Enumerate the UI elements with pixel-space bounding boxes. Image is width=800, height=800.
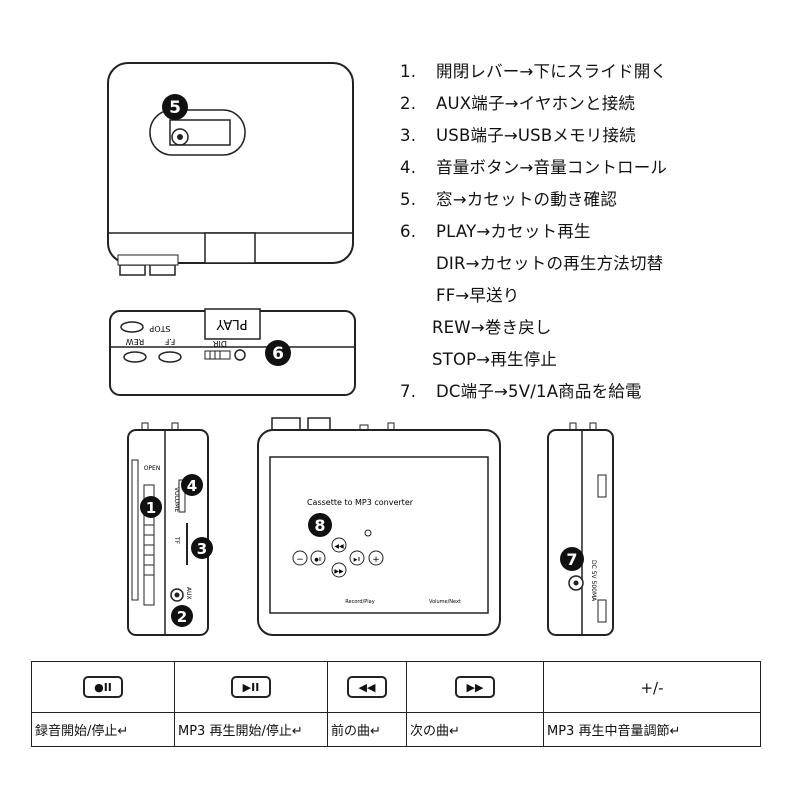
svg-text:◀◀: ◀◀ xyxy=(334,543,344,550)
svg-text:REW: REW xyxy=(126,337,145,346)
callout-7 xyxy=(560,547,584,571)
legend-item-6: 6.PLAY→カセット再生 xyxy=(400,222,591,241)
stop-button xyxy=(120,321,144,333)
function-table: ●II ▶II ◀◀ ▶▶ +/- 録音開始/停止↵ MP3 再生開始/停止↵ … xyxy=(31,661,761,747)
record-button xyxy=(310,550,326,566)
svg-text:Volume/Next: Volume/Next xyxy=(429,599,461,605)
legend-item-ff: FF→早送り xyxy=(436,286,520,305)
svg-text:STOP: STOP xyxy=(149,324,170,333)
legend-item-stop: STOP→再生停止 xyxy=(432,350,558,369)
svg-text:DC 5V 500MA: DC 5V 500MA xyxy=(590,560,597,602)
callout-8 xyxy=(308,513,332,537)
legend-item-2: 2.AUX端子→イヤホンと接続 xyxy=(400,94,636,113)
svg-text:PLAY: PLAY xyxy=(216,316,247,331)
svg-text:+: + xyxy=(372,555,380,565)
svg-text:VOLUME: VOLUME xyxy=(173,487,180,512)
legend-item-7: 7.DC端子→5V/1A商品を給電 xyxy=(400,382,642,401)
reel-icon xyxy=(171,128,189,146)
legend-item-dir: DIR→カセットの再生方法切替 xyxy=(436,254,664,273)
svg-text:AUX: AUX xyxy=(185,587,192,600)
device-button-side-view: PLAY STOP REW F.F DIR 6 xyxy=(109,308,356,396)
svg-text:●II: ●II xyxy=(314,557,321,563)
plus-button xyxy=(368,550,384,566)
svg-text:5: 5 xyxy=(169,98,181,118)
dir-switch xyxy=(204,350,231,360)
next-button xyxy=(331,562,347,578)
legend-item-3: 3.USB端子→USBメモリ接続 xyxy=(400,126,636,145)
svg-text:OPEN: OPEN xyxy=(144,465,161,472)
callout-3 xyxy=(191,537,213,559)
callout-2 xyxy=(171,605,193,627)
table-cell: MP3 再生中音量調節↵ xyxy=(543,712,761,747)
svg-text:6: 6 xyxy=(272,344,284,364)
device-front-view: Cassette to MP3 converter Record/Play Vo… xyxy=(257,417,501,636)
table-cell: ▶▶ xyxy=(406,661,544,713)
device-top-view: 5 xyxy=(107,62,354,276)
svg-text:▶II: ▶II xyxy=(354,557,361,563)
svg-text:▶▶: ▶▶ xyxy=(334,568,344,575)
volume-button xyxy=(178,479,186,513)
svg-text:Record/Play: Record/Play xyxy=(345,599,374,605)
legend-item-rew: REW→巻き戻し xyxy=(432,318,552,337)
prev-button xyxy=(331,537,347,553)
record-play-icon: ●II xyxy=(83,676,123,699)
device-right-side-view: DC 5V 500MA 7 xyxy=(547,422,614,636)
table-cell: 次の曲↵ xyxy=(406,712,544,747)
svg-text:4: 4 xyxy=(187,477,197,495)
svg-text:DIR: DIR xyxy=(213,339,228,348)
callout-6 xyxy=(265,340,291,366)
svg-text:2: 2 xyxy=(177,608,187,626)
svg-text:TF: TF xyxy=(173,536,180,545)
ff-button xyxy=(158,351,182,363)
rew-button xyxy=(123,351,147,363)
callout-4 xyxy=(181,474,203,496)
legend-item-1: 1.開閉レバー→下にスライド開く xyxy=(400,62,668,81)
callout-1 xyxy=(140,496,162,518)
table-cell: 前の曲↵ xyxy=(327,712,407,747)
minus-button xyxy=(292,550,308,566)
table-cell: ◀◀ xyxy=(327,661,407,713)
play-button xyxy=(204,308,261,340)
callout-5 xyxy=(162,94,188,120)
table-cell: 録音開始/停止↵ xyxy=(31,712,175,747)
play-pause-icon: ▶II xyxy=(231,676,271,699)
legend-item-5: 5.窓→カセットの動き確認 xyxy=(400,190,618,209)
svg-text:1: 1 xyxy=(146,499,156,517)
previous-icon: ◀◀ xyxy=(347,676,387,699)
svg-text:3: 3 xyxy=(197,540,207,558)
svg-text:8: 8 xyxy=(314,516,325,535)
table-cell: ▶II xyxy=(174,661,328,713)
svg-text:Cassette to MP3 converter: Cassette to MP3 converter xyxy=(307,498,414,507)
svg-text:7: 7 xyxy=(566,550,577,569)
play-pause-button xyxy=(349,550,365,566)
next-icon: ▶▶ xyxy=(455,676,495,699)
table-cell: ●II xyxy=(31,661,175,713)
device-left-side-view: OPEN VOLUME TF AUX 1 4 3 2 xyxy=(127,422,213,636)
svg-text:F.F: F.F xyxy=(164,337,175,346)
svg-text:−: − xyxy=(296,555,304,565)
plus-minus-label: +/- xyxy=(640,678,664,697)
table-cell: MP3 再生開始/停止↵ xyxy=(174,712,328,747)
table-cell: +/- xyxy=(543,661,761,713)
legend-item-4: 4.音量ボタン→音量コントロール xyxy=(400,158,668,177)
